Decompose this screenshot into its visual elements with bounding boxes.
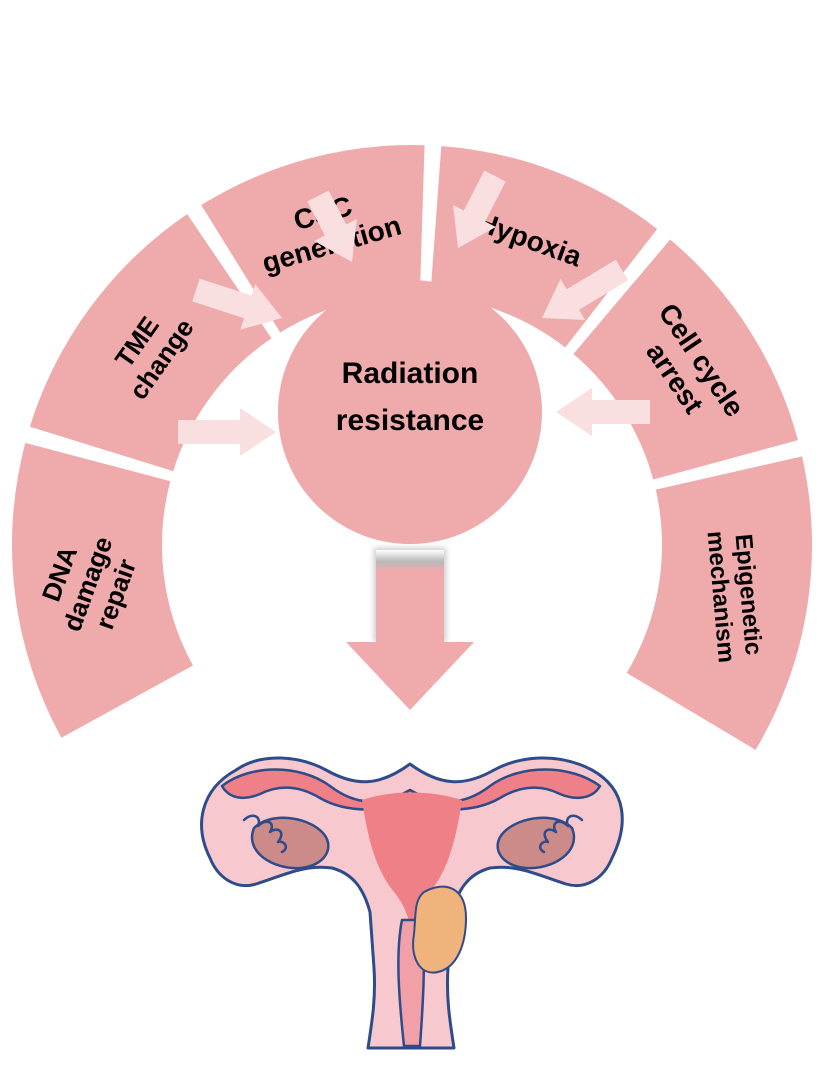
- right-fimbriae: [538, 814, 584, 854]
- factor-ring: DNAdamagerepairTMEchangeCSCgenerationHyp…: [11, 145, 812, 750]
- main-down-arrow: [346, 548, 474, 710]
- factor-segment: [201, 145, 425, 333]
- inward-arrow: [178, 408, 276, 456]
- inward-arrow: [453, 170, 506, 248]
- center-circle: [278, 280, 542, 544]
- inward-arrow: [556, 388, 650, 436]
- center-label-line2: resistance: [336, 404, 484, 437]
- arrow-shaft: [376, 550, 444, 644]
- center-label-line1: Radiation: [342, 357, 479, 390]
- factor-segment: [11, 442, 193, 738]
- center-node: Radiation resistance: [278, 280, 542, 544]
- tumor: [412, 885, 467, 974]
- left-fimbriae: [242, 814, 288, 854]
- factor-label: Epigeneticmechanism: [701, 528, 767, 664]
- arrow-head: [346, 642, 474, 710]
- inward-arrow: [192, 278, 282, 330]
- inward-arrow: [307, 190, 357, 262]
- uterus-illustration: [200, 756, 624, 1050]
- factor-segment: [29, 214, 272, 472]
- inward-arrow: [542, 259, 629, 321]
- factor-segment: [626, 456, 812, 750]
- inward-arrows: [178, 170, 650, 456]
- uterine-cavity: [362, 792, 462, 940]
